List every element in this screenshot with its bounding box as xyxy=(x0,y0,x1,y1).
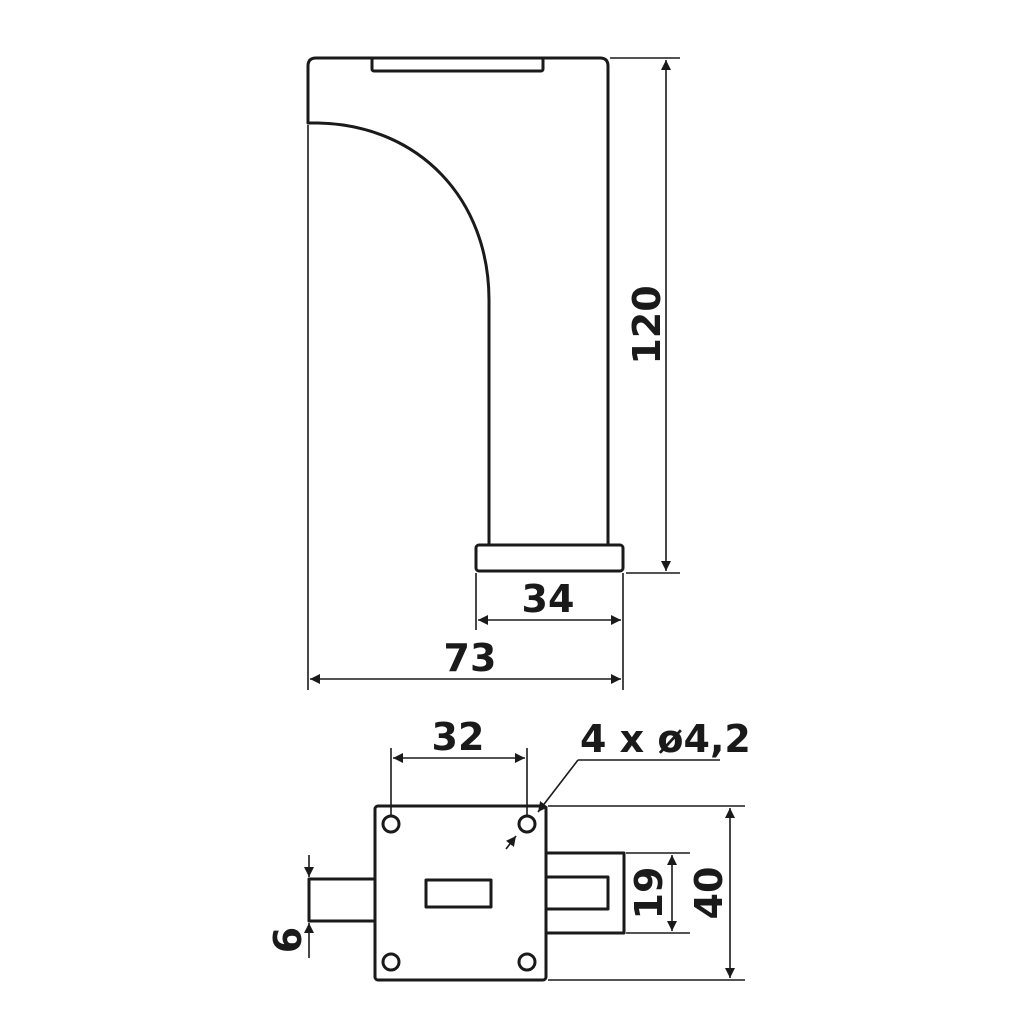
slot-height-dimension: 19 xyxy=(626,852,690,934)
right-slot-inner xyxy=(544,875,610,911)
leg-side-view xyxy=(306,56,625,573)
leg-outline xyxy=(306,56,610,547)
leg-foot xyxy=(474,543,625,573)
slot-height-label: 19 xyxy=(627,867,671,920)
foot-width-label: 34 xyxy=(522,577,575,621)
mount-plate-top-view xyxy=(307,804,626,982)
left-rod xyxy=(307,877,377,923)
hole-callout-label: 4 x ø4,2 xyxy=(580,717,751,761)
mount-hole xyxy=(517,952,537,972)
mount-hole xyxy=(381,952,401,972)
rod-thickness-dimension: 6 xyxy=(266,855,314,958)
right-slot-arm xyxy=(544,851,626,935)
center-slot xyxy=(424,878,493,909)
mount-hole xyxy=(381,814,401,834)
foot-width-dimension: 34 xyxy=(475,573,624,690)
height-label: 120 xyxy=(625,285,669,364)
top-mount-plate xyxy=(370,56,545,73)
mount-hole xyxy=(517,814,537,834)
hole-callout: 4 x ø4,2 xyxy=(505,717,751,850)
plate-height-dimension: 40 xyxy=(548,805,745,981)
total-width-label: 73 xyxy=(444,636,497,680)
total-width-dimension: 73 xyxy=(307,125,621,690)
height-dimension: 120 xyxy=(610,57,680,574)
plate-height-label: 40 xyxy=(687,867,731,920)
rod-thickness-label: 6 xyxy=(266,927,310,953)
hole-spacing-dimension: 32 xyxy=(390,715,528,816)
hole-spacing-label: 32 xyxy=(432,715,485,759)
mount-plate xyxy=(373,804,548,982)
